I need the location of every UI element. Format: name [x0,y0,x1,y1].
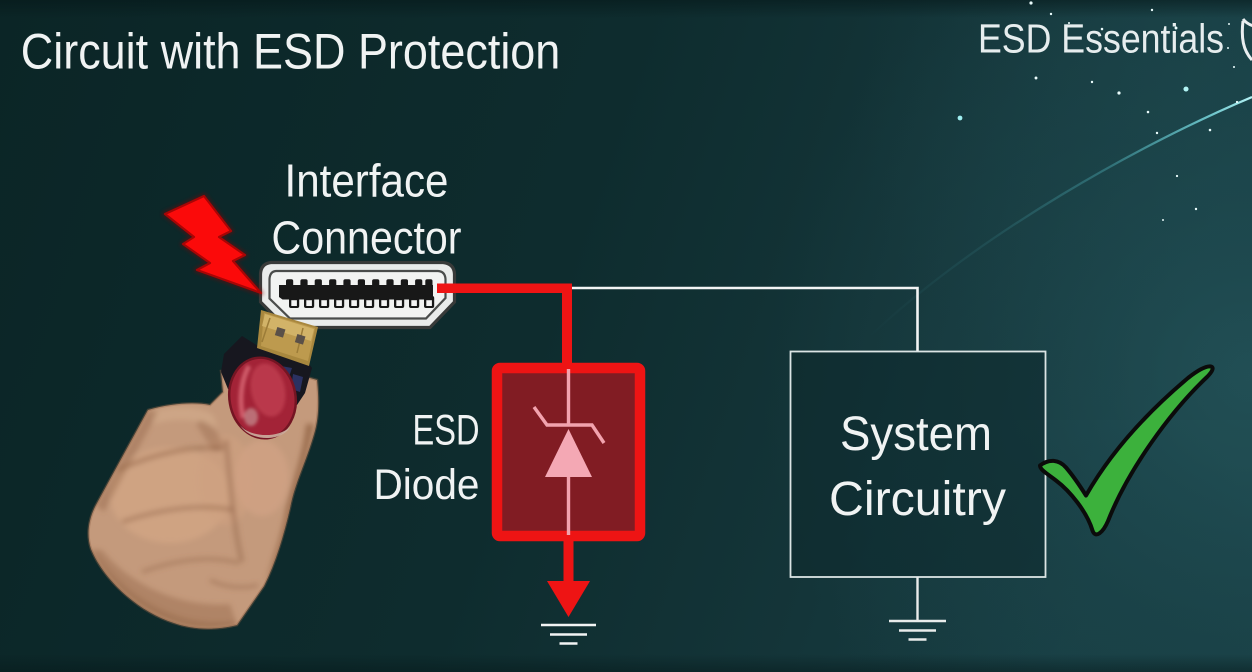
svg-text:Circuitry: Circuitry [829,473,1006,526]
svg-text:Interface: Interface [285,155,449,207]
svg-text:ESD Essentials: ESD Essentials [978,16,1224,62]
svg-text:ESD: ESD [413,407,480,455]
svg-text:Connector: Connector [272,212,462,264]
svg-text:Circuit with ESD Protection: Circuit with ESD Protection [21,23,561,80]
svg-text:System: System [840,408,992,461]
svg-text:Diode: Diode [374,461,480,509]
